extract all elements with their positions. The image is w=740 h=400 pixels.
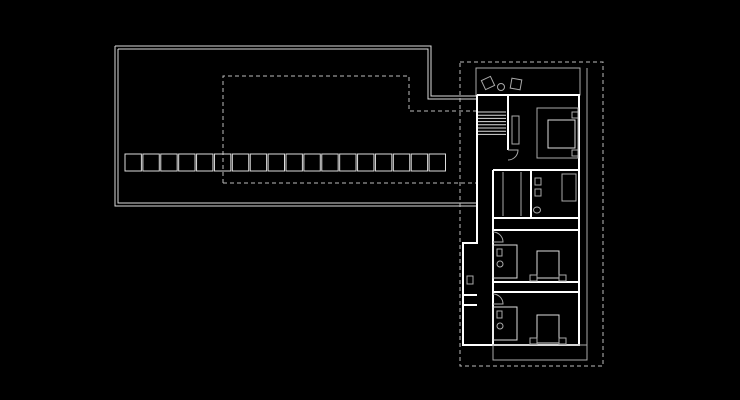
exterior-walls bbox=[462, 94, 580, 346]
overhead-dashed-outline bbox=[222, 75, 477, 184]
nightstand-icon bbox=[558, 274, 567, 282]
skylight-panel bbox=[428, 153, 447, 172]
sink-icon bbox=[534, 188, 542, 197]
skylight-panel bbox=[357, 153, 375, 172]
skylight-panel bbox=[178, 153, 196, 172]
skylight-panel bbox=[267, 153, 286, 172]
skylight-panel bbox=[303, 153, 321, 172]
sink-icon bbox=[534, 177, 542, 186]
skylight-panel bbox=[339, 153, 357, 172]
sink-icon bbox=[466, 275, 474, 285]
skylight-panel bbox=[124, 153, 142, 172]
master-rug bbox=[536, 107, 579, 159]
house-dashed-boundary bbox=[459, 61, 604, 367]
skylight-row bbox=[124, 153, 447, 172]
sink-icon bbox=[496, 248, 503, 257]
nightstand-icon bbox=[529, 274, 538, 282]
skylight-panel bbox=[231, 153, 250, 172]
toilet-icon bbox=[496, 322, 504, 330]
skylight-panel bbox=[392, 153, 411, 172]
nightstand-icon bbox=[571, 149, 579, 157]
closet-strip bbox=[492, 281, 580, 293]
toilet-icon bbox=[496, 260, 504, 268]
stairs bbox=[478, 111, 506, 135]
skylight-panel bbox=[213, 153, 232, 172]
bed-icon bbox=[536, 250, 560, 279]
skylight-panel bbox=[321, 153, 339, 172]
nightstand-icon bbox=[571, 111, 579, 119]
bed-icon bbox=[536, 314, 560, 344]
master-wardrobe bbox=[511, 115, 520, 145]
roof-outline-inner bbox=[117, 48, 477, 204]
chair-icon bbox=[509, 77, 523, 91]
skylight-panel bbox=[374, 153, 393, 172]
side-table-icon bbox=[497, 83, 505, 91]
closet-strip bbox=[492, 217, 580, 231]
nightstand-icon bbox=[529, 337, 538, 345]
sink-icon bbox=[496, 310, 503, 319]
bathroom-2 bbox=[492, 244, 518, 279]
chair-icon bbox=[480, 75, 496, 91]
toilet-icon bbox=[533, 206, 541, 214]
nightstand-icon bbox=[558, 337, 567, 345]
door-master bbox=[507, 149, 519, 161]
skylight-panel bbox=[410, 153, 429, 172]
door-bedroom-3 bbox=[492, 293, 504, 305]
bottom-terrace bbox=[492, 344, 588, 361]
bathroom-3 bbox=[492, 306, 518, 341]
skylight-panel bbox=[160, 153, 178, 172]
skylight-panel bbox=[196, 153, 214, 172]
skylight-panel bbox=[285, 153, 303, 172]
bathtub-icon bbox=[561, 173, 577, 202]
skylight-panel bbox=[142, 153, 160, 172]
skylight-panel bbox=[249, 153, 268, 172]
roof-outline-outer bbox=[114, 45, 477, 207]
master-bed-icon bbox=[547, 119, 576, 149]
door-bedroom-2 bbox=[492, 231, 504, 243]
